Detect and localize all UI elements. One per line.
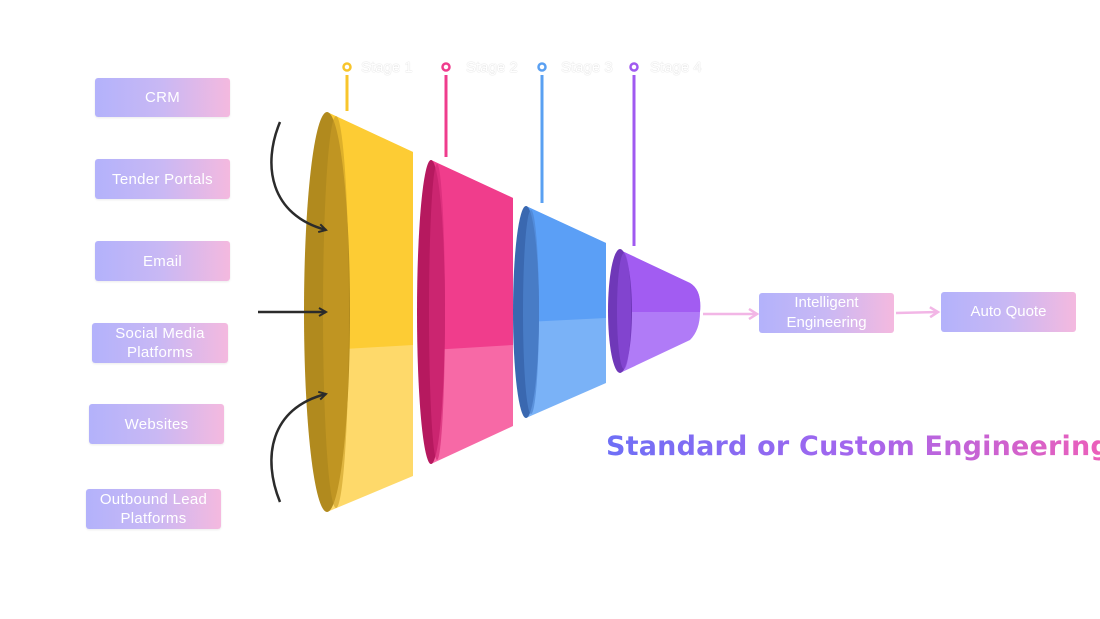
source-social-media: Social Media Platforms <box>92 323 228 363</box>
funnel-stage-3 <box>513 206 606 418</box>
auto-quote-box: Auto Quote <box>941 292 1076 332</box>
stage-4-label: Stage 4 <box>650 59 702 76</box>
stage-4-dot <box>629 62 639 72</box>
incoming-arrows <box>258 121 326 503</box>
funnel-stage-2 <box>417 160 513 464</box>
funnel-stage-4 <box>608 249 701 373</box>
source-tender-portals: Tender Portals <box>95 159 230 199</box>
stage-2-label: Stage 2 <box>466 59 518 76</box>
stage-connectors <box>345 75 636 246</box>
arrow-top <box>270 121 326 230</box>
source-websites: Websites <box>89 404 224 444</box>
stage-1-dot <box>342 62 352 72</box>
arrow-to-auto-quote <box>895 312 938 313</box>
stage-dots <box>342 62 639 72</box>
stage-1-label: Stage 1 <box>361 59 413 76</box>
headline: Standard or Custom Engineering <box>606 431 1100 462</box>
output-arrows <box>703 312 938 314</box>
source-email: Email <box>95 241 230 281</box>
source-crm: CRM <box>95 78 230 117</box>
arrow-bottom <box>270 394 326 503</box>
source-outbound-lead: Outbound Lead Platforms <box>86 489 221 529</box>
intelligent-engineering-box: Intelligent Engineering <box>759 293 894 333</box>
stage-3-dot <box>537 62 547 72</box>
stage-3-label: Stage 3 <box>561 59 613 76</box>
stage-2-dot <box>441 62 451 72</box>
